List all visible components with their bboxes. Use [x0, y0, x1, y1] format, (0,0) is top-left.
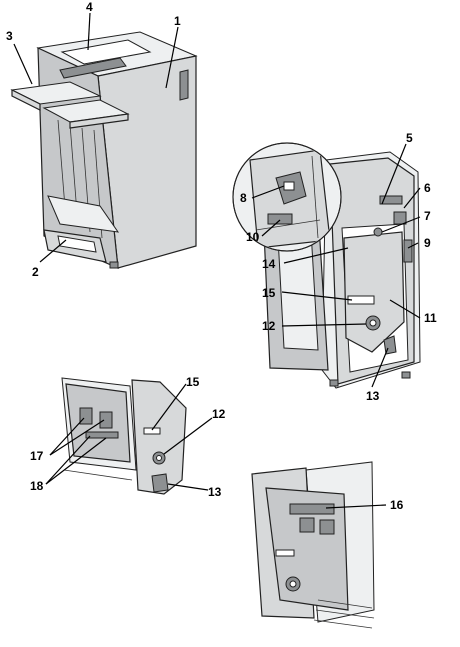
- saddle-unit-view: [61, 377, 187, 495]
- callout-9: 9: [424, 236, 431, 250]
- callout-18: 18: [30, 479, 44, 493]
- callout-15: 15: [262, 286, 276, 300]
- callout-1: 1: [174, 14, 181, 28]
- callout-17: 17: [30, 449, 44, 463]
- callout-12-b: 12: [212, 407, 226, 421]
- callouts-view-2: 5 6 7 8 9 10 14 15 11 12 13: [240, 131, 437, 403]
- callout-11: 11: [424, 311, 437, 325]
- finisher-exterior-view: [10, 31, 198, 269]
- stapler-unit-view: [251, 461, 375, 629]
- callout-15-b: 15: [186, 375, 200, 389]
- callout-3: 3: [6, 29, 13, 43]
- magnified-inset: [232, 142, 342, 252]
- callout-13-b: 13: [208, 485, 222, 499]
- callouts-view-4: 16: [325, 498, 404, 512]
- callout-5: 5: [406, 131, 413, 145]
- callout-16: 16: [390, 498, 404, 512]
- callouts-view-1: 4 1 3 2: [6, 0, 181, 279]
- callout-14: 14: [262, 257, 276, 271]
- callout-4: 4: [86, 0, 93, 14]
- finisher-interior-view: [261, 151, 421, 389]
- callout-10: 10: [246, 230, 260, 244]
- callout-6: 6: [424, 181, 431, 195]
- callout-2: 2: [32, 265, 39, 279]
- callout-7: 7: [424, 209, 431, 223]
- callout-12: 12: [262, 319, 276, 333]
- callout-8: 8: [240, 191, 247, 205]
- callouts-view-3: 15 12 17 18 13: [30, 375, 226, 499]
- callout-13: 13: [366, 389, 380, 403]
